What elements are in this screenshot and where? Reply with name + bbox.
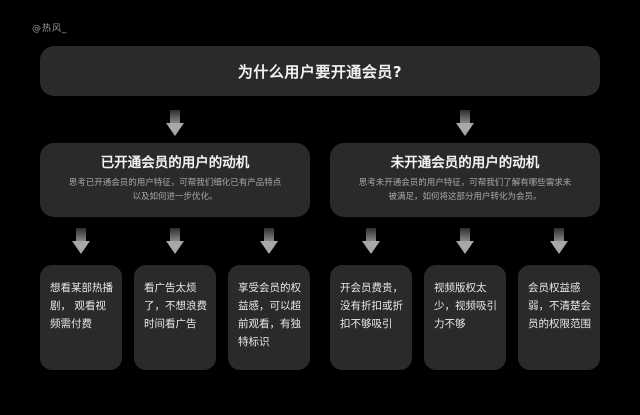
- arrow-down-icon: [362, 228, 380, 254]
- motivation-card: 开会员费贵，没有折扣或折扣不够吸引: [330, 265, 412, 370]
- card-text: 视频版权太少，视频吸引力不够: [434, 282, 497, 330]
- category-description: 思考已开通会员的用户特征，可帮我们细化已有产品特点以及如何进一步优化。: [68, 178, 282, 202]
- main-question-box: 为什么用户要开通会员?: [40, 46, 600, 96]
- card-text: 想看某部热播剧， 观看视频需付费: [50, 282, 113, 330]
- category-title: 未开通会员的用户的动机: [390, 155, 540, 171]
- card-text: 看广告太烦了，不想浪费时间看广告: [144, 282, 207, 330]
- arrow-down-icon: [166, 110, 184, 136]
- motivation-card: 看广告太烦了，不想浪费时间看广告: [134, 265, 216, 370]
- arrow-down-icon: [72, 228, 90, 254]
- watermark: @热风_: [32, 24, 68, 34]
- main-title: 为什么用户要开通会员?: [237, 62, 403, 81]
- card-text: 享受会员的权益感，可以超前观看，有独特标识: [238, 282, 301, 348]
- arrow-down-icon: [550, 228, 568, 254]
- arrow-down-icon: [166, 228, 184, 254]
- category-description: 思考未开通会员的用户特征，可帮我们了解有哪些需求未被满足，如何将这部分用户转化为…: [358, 178, 572, 202]
- category-box-unsubscribed: 未开通会员的用户的动机 思考未开通会员的用户特征，可帮我们了解有哪些需求未被满足…: [330, 143, 600, 217]
- arrow-down-icon: [260, 228, 278, 254]
- category-title: 已开通会员的用户的动机: [100, 155, 250, 171]
- card-text: 会员权益感弱，不清楚会员的权限范围: [528, 282, 591, 330]
- arrow-down-icon: [456, 110, 474, 136]
- arrow-down-icon: [456, 228, 474, 254]
- motivation-card: 享受会员的权益感，可以超前观看，有独特标识: [228, 265, 310, 370]
- motivation-card: 想看某部热播剧， 观看视频需付费: [40, 265, 122, 370]
- motivation-card: 视频版权太少，视频吸引力不够: [424, 265, 506, 370]
- card-text: 开会员费贵，没有折扣或折扣不够吸引: [340, 282, 403, 330]
- category-box-subscribed: 已开通会员的用户的动机 思考已开通会员的用户特征，可帮我们细化已有产品特点以及如…: [40, 143, 310, 217]
- motivation-card: 会员权益感弱，不清楚会员的权限范围: [518, 265, 600, 370]
